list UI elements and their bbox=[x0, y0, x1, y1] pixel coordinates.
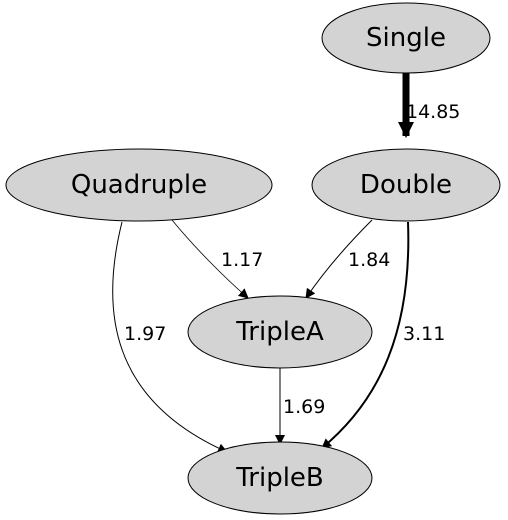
node-tripleb[interactable]: TripleB bbox=[187, 441, 373, 515]
edge-label-double-triplea: 1.84 bbox=[348, 249, 390, 271]
edge-double-triplea bbox=[305, 219, 373, 299]
edge-label-quadruple-tripleb: 1.97 bbox=[124, 323, 166, 345]
node-double-label: Double bbox=[360, 170, 452, 200]
node-triplea-label: TripleA bbox=[235, 317, 324, 347]
edge-label-double-tripleb: 3.11 bbox=[403, 323, 445, 345]
edge-label-triplea-tripleb: 1.69 bbox=[283, 396, 325, 418]
node-double[interactable]: Double bbox=[311, 148, 501, 222]
edge-label-single-double: 14.85 bbox=[406, 101, 460, 123]
edge-quadruple-triplea bbox=[171, 219, 249, 299]
node-quadruple-label: Quadruple bbox=[71, 170, 207, 200]
node-single[interactable]: Single bbox=[321, 2, 491, 74]
edge-double-tripleb bbox=[321, 221, 410, 449]
node-quadruple[interactable]: Quadruple bbox=[5, 148, 273, 222]
node-tripleb-label: TripleB bbox=[235, 463, 324, 493]
node-triplea[interactable]: TripleA bbox=[187, 295, 373, 369]
node-single-label: Single bbox=[366, 23, 446, 53]
edge-label-quadruple-triplea: 1.17 bbox=[221, 249, 263, 271]
edge-quadruple-tripleb bbox=[112, 221, 228, 453]
